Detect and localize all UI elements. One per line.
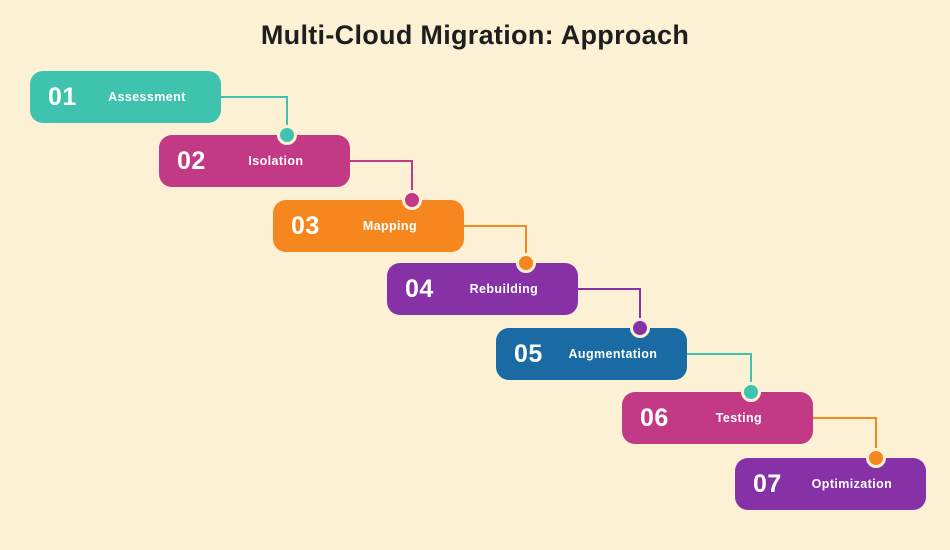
step-label: Isolation [248,154,304,168]
step-isolation: 02 Isolation [159,135,350,187]
step-number: 02 [177,146,206,175]
connector-line-vertical [524,226,528,263]
connector-line-horizontal [813,416,878,420]
step-label: Rebuilding [469,282,539,296]
step-label: Mapping [362,219,417,233]
step-mapping: 03 Mapping [273,200,464,252]
step-number: 07 [753,469,782,498]
step-testing: 06 Testing [622,392,813,444]
connector-line-horizontal [464,224,528,228]
connector-dot [741,382,761,402]
page-title: Multi-Cloud Migration: Approach [260,20,690,50]
step-number: 01 [48,82,77,111]
step-augmentation: 05 Augmentation [496,328,687,380]
connector-line-vertical [285,97,289,135]
connector-dot [402,190,422,210]
connector-dot [630,318,650,338]
step-label: Optimization [811,477,893,491]
step-number: 06 [640,403,669,432]
step-label: Testing [715,411,763,425]
connector-dot [277,125,297,145]
connector-line-horizontal [221,95,289,99]
connector-line-vertical [638,289,642,328]
step-label: Augmentation [568,347,658,361]
connector-line-vertical [749,354,753,392]
connector-line-vertical [410,161,414,200]
connector-line-vertical [874,418,878,458]
connector-line-horizontal [687,352,753,356]
connector-dot [516,253,536,273]
connector-line-horizontal [350,159,414,163]
step-label: Assessment [108,90,186,104]
step-number: 05 [514,339,543,368]
step-assessment: 01 Assessment [30,71,221,123]
step-optimization: 07 Optimization [735,458,926,510]
connector-line-horizontal [578,287,642,291]
step-rebuilding: 04 Rebuilding [387,263,578,315]
step-number: 03 [291,211,320,240]
connector-dot [866,448,886,468]
step-number: 04 [405,274,434,303]
